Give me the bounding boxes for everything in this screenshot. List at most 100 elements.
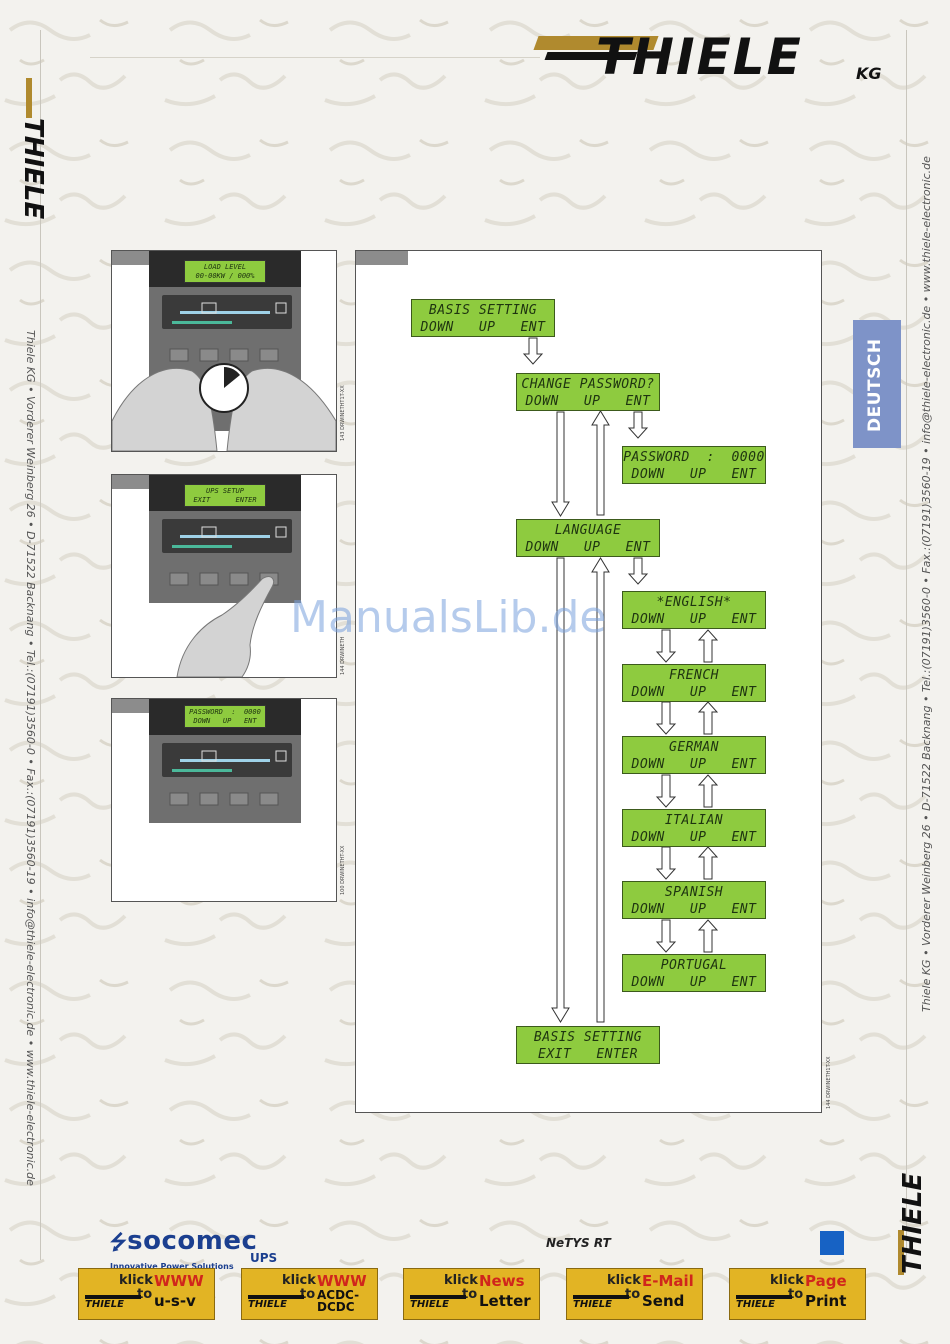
illustration-panel-2: UPS SETUP EXIT ENTER 144 DRWINETH [111,474,346,678]
panel-1-lcd-line1: LOAD LEVEL [203,263,247,271]
thiele-logo: THIELE KG [533,28,886,90]
link-button-email[interactable]: klick to E-Mail Send THIELE [566,1268,703,1320]
panel-3-lcd-line1: PASSWORD : 0000 [189,708,261,716]
lcd-line2: DOWN UP ENT [631,685,757,700]
lcd-english: *ENGLISH* DOWN UP ENT [622,591,766,629]
link-label-bottom: u-s-v [154,1292,196,1310]
lcd-line2: DOWN UP ENT [631,467,757,482]
link-label-bottom: Letter [479,1292,531,1310]
lcd-line1: CHANGE PASSWORD? [521,377,655,392]
panel-1-code: 143 DRWINETHT1T-XX [340,385,346,441]
klick-label: klick [607,1273,641,1288]
panel-2-lcd: UPS SETUP EXIT ENTER [184,484,266,507]
lcd-line2: DOWN UP ENT [631,975,757,990]
lcd-line1: BASIS SETTING [428,303,538,318]
thiele-bar-icon [736,1295,792,1299]
page-marker [820,1231,844,1255]
lcd-password: PASSWORD : 0000 DOWN UP ENT [622,446,766,484]
lcd-italian: ITALIAN DOWN UP ENT [622,809,766,847]
link-label-bottom: Print [805,1292,847,1310]
thiele-bar-icon [85,1295,141,1299]
lcd-change-password: CHANGE PASSWORD? DOWN UP ENT [516,373,660,411]
thiele-mini-logo: THIELE [85,1299,124,1310]
socomec-ups: UPS [250,1251,278,1265]
link-label-bottom: ACDC-DCDC [317,1288,360,1314]
lcd-line1: PASSWORD : 0000 [623,450,765,465]
link-button-print[interactable]: klick to Page Print THIELE [729,1268,866,1320]
socomec-icon: ⭍ [110,1230,128,1254]
lcd-line1: *ENGLISH* [656,595,732,610]
thiele-bar-icon [410,1295,466,1299]
side-logo-bottom: THIELE [896,1140,928,1280]
thiele-mini-logo: THIELE [573,1299,612,1310]
thiele-mini-logo: THIELE [248,1299,287,1310]
lcd-portugal: PORTUGAL DOWN UP ENT [622,954,766,992]
lcd-line2: DOWN UP ENT [631,612,757,627]
lcd-line1: FRENCH [669,668,719,683]
thiele-mini-logo: THIELE [736,1299,775,1310]
socomec-logo: ⭍socomec Innovative Power Solutions UPS [110,1226,277,1271]
language-tab-deutsch[interactable]: DEUTSCH [853,320,901,448]
socomec-name: socomec [127,1226,258,1256]
link-label-top: E-Mail [642,1272,694,1290]
logo-suffix: KG [856,64,882,83]
ups-front-panel-illustration [149,475,301,677]
link-button-newsletter[interactable]: klick to News Letter THIELE [403,1268,540,1320]
illustration-panel-1: LOAD LEVEL 00-00KW / 000% 143 DRWINETHT1… [111,250,346,452]
panel-3-lcd: PASSWORD : 0000 DOWN UP ENT [184,705,266,728]
thiele-bar-icon [573,1295,629,1299]
panel-1-lcd-line2: 00-00KW / 000% [195,272,255,280]
klick-label: klick [119,1273,153,1288]
lcd-line2: DOWN UP ENT [420,320,546,335]
lcd-french: FRENCH DOWN UP ENT [622,664,766,702]
klick-label: klick [282,1273,316,1288]
right-margin-line [906,30,907,1260]
lcd-line1: BASIS SETTING [533,1030,643,1045]
lcd-line2: DOWN UP ENT [525,394,651,409]
side-logo-text: THIELE [18,118,48,220]
klick-label: klick [770,1273,804,1288]
lcd-basis-setting: BASIS SETTING DOWN UP ENT [411,299,555,337]
panel-2-lcd-line1: UPS SETUP [206,487,244,495]
right-contact-text: Thiele KG • Vorderer Weinberg 26 • D-715… [920,156,933,1012]
left-contact-text: Thiele KG • Vorderer Weinberg 26 • D-715… [24,330,37,1186]
thiele-bar-icon [248,1295,304,1299]
illustration-panel-3: PASSWORD : 0000 DOWN UP ENT 100 DRWINETH… [111,698,346,902]
lcd-line2: DOWN UP ENT [631,902,757,917]
language-tab-label: DEUTSCH [865,338,885,432]
lcd-line1: PORTUGAL [660,958,728,973]
link-label-top: News [479,1272,525,1290]
link-label-top: WWW [317,1272,367,1290]
ups-front-panel-illustration [149,699,301,823]
klick-label: klick [444,1273,478,1288]
socomec-tagline: Innovative Power Solutions [110,1262,234,1271]
lcd-line2: EXIT ENTER [538,1047,638,1062]
logo-text: THIELE [596,28,803,86]
panel-3-code: 100 DRWINETHT-XX [340,845,346,895]
lcd-line2: DOWN UP ENT [525,540,651,555]
lcd-line1: GERMAN [669,740,719,755]
lcd-german: GERMAN DOWN UP ENT [622,736,766,774]
link-label-top: Page [805,1272,847,1290]
panel-3-lcd-line2: DOWN UP ENT [193,717,257,725]
link-button-www-usv[interactable]: klick to WWW u-s-v THIELE [78,1268,215,1320]
link-label-top: WWW [154,1272,204,1290]
lcd-line1: ITALIAN [664,813,724,828]
lcd-language: LANGUAGE DOWN UP ENT [516,519,660,557]
lcd-line1: SPANISH [664,885,724,900]
lcd-line2: DOWN UP ENT [631,830,757,845]
thiele-mini-logo: THIELE [410,1299,449,1310]
link-button-www-acdc[interactable]: klick to WWW ACDC-DCDC THIELE [241,1268,378,1320]
link-label-bottom: Send [642,1292,685,1310]
panel-1-lcd: LOAD LEVEL 00-00KW / 000% [184,260,266,283]
panel-2-lcd-line2: EXIT ENTER [193,496,257,504]
side-logo-bottom-text: THIELE [898,1172,928,1274]
lcd-line2: DOWN UP ENT [631,757,757,772]
header-rule [90,57,540,58]
diagram-code: 144 DRWINETH1T-XX [826,1056,832,1109]
product-name: NeTYS RT [546,1236,611,1250]
side-logo-top: THIELE [18,78,48,219]
left-margin-line [40,30,41,1260]
lcd-basis-setting-exit: BASIS SETTING EXIT ENTER [516,1026,660,1064]
watermark: ManualsLib.de [290,592,607,643]
